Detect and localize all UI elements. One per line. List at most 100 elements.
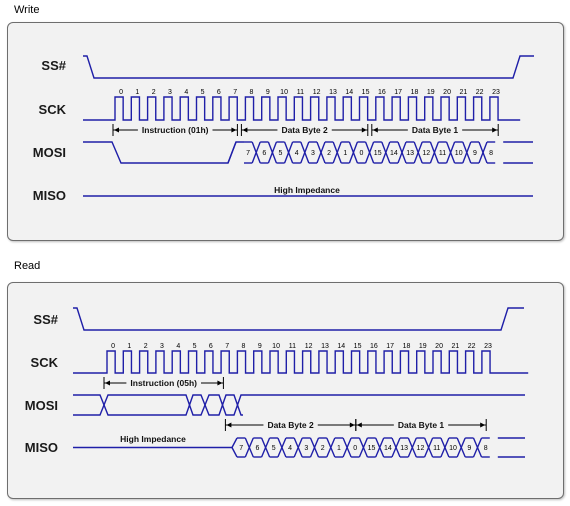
sck-clock-number: 12 bbox=[305, 343, 313, 350]
miso-data-bit: 11 bbox=[433, 445, 440, 452]
sck-clock-number: 19 bbox=[427, 89, 435, 96]
sck-clock-number: 0 bbox=[119, 89, 123, 96]
sck-clock-number: 18 bbox=[411, 89, 419, 96]
miso-data-bit: 8 bbox=[484, 445, 488, 452]
mosi-data-bit: 1 bbox=[343, 150, 347, 157]
mosi-data-bit: 10 bbox=[455, 150, 463, 157]
data-byte-1-dimension-arrow-right bbox=[480, 422, 486, 428]
data-byte-2-dimension-arrow-right bbox=[361, 127, 367, 133]
sck-clock-number: 20 bbox=[443, 89, 451, 96]
sck-clock-number: 10 bbox=[272, 343, 280, 350]
instruction-dimension-label: Instruction (01h) bbox=[142, 125, 209, 135]
mosi-data-cross bbox=[364, 141, 375, 164]
miso-data-bit: 2 bbox=[321, 445, 325, 452]
mosi-data-cross bbox=[267, 141, 278, 164]
mosi-data-cross bbox=[316, 141, 326, 164]
sck-clock-number: 1 bbox=[135, 89, 139, 96]
sck-clock-number: 7 bbox=[233, 89, 237, 96]
miso-high-impedance-label: High Impedance bbox=[274, 185, 340, 195]
instruction-dimension-arrow-right bbox=[217, 380, 223, 386]
miso-data-bit: 1 bbox=[337, 445, 341, 452]
miso-data-cross bbox=[309, 437, 320, 458]
data-byte-2-dimension-label: Data Byte 2 bbox=[267, 420, 314, 430]
sck-waveform bbox=[73, 350, 529, 374]
data-byte-2-dimension-label: Data Byte 2 bbox=[281, 125, 328, 135]
mosi-data-cross bbox=[429, 141, 440, 164]
ss-signal-label: SS# bbox=[41, 58, 66, 73]
mosi-data-cross bbox=[397, 141, 407, 164]
instruction-dimension-arrow-left bbox=[114, 127, 119, 133]
miso-data-cross bbox=[423, 437, 434, 458]
sck-clock-number: 11 bbox=[289, 343, 296, 350]
mosi-data-cross bbox=[283, 141, 294, 164]
mosi-signal-label: MOSI bbox=[25, 398, 58, 413]
miso-data-cross bbox=[391, 437, 401, 458]
sck-clock-number: 5 bbox=[201, 89, 205, 96]
sck-clock-number: 12 bbox=[313, 89, 321, 96]
sck-signal-label: SCK bbox=[39, 102, 67, 117]
miso-data-bit: 0 bbox=[353, 445, 357, 452]
sck-clock-number: 9 bbox=[258, 343, 262, 350]
sck-signal-label: SCK bbox=[31, 355, 59, 370]
miso-data-cross bbox=[456, 437, 466, 458]
ss-waveform bbox=[73, 307, 524, 331]
mosi-data-bit: 9 bbox=[473, 150, 477, 157]
sck-clock-number: 2 bbox=[152, 89, 156, 96]
mosi-data-bit: 11 bbox=[439, 150, 446, 157]
mosi-data-bit: 8 bbox=[489, 150, 493, 157]
mosi-data-bit: 14 bbox=[390, 150, 398, 157]
miso-data-bit: 10 bbox=[449, 445, 457, 452]
sck-clock-number: 5 bbox=[193, 343, 197, 350]
instruction-dimension-arrow-right bbox=[231, 127, 237, 133]
data-byte-2-dimension-arrow-left bbox=[242, 127, 248, 133]
mosi-data-bit: 7 bbox=[246, 150, 250, 157]
miso-data-bit: 15 bbox=[368, 445, 376, 452]
data-byte-1-dimension-arrow-left bbox=[372, 127, 378, 133]
sck-clock-number: 13 bbox=[329, 89, 337, 96]
sck-clock-number: 7 bbox=[225, 343, 229, 350]
ss-waveform bbox=[83, 55, 534, 79]
sck-clock-number: 13 bbox=[321, 343, 329, 350]
mosi-data-bit: 2 bbox=[327, 150, 331, 157]
read-panel bbox=[7, 282, 564, 499]
mosi-instruction-waveform bbox=[83, 141, 244, 164]
mosi-data-bit: 3 bbox=[311, 150, 315, 157]
miso-data-cross bbox=[244, 437, 254, 458]
sck-clock-number: 22 bbox=[468, 343, 476, 350]
data-byte-2-dimension-arrow-left bbox=[226, 422, 232, 428]
sck-clock-number: 2 bbox=[144, 343, 148, 350]
sck-clock-number: 1 bbox=[127, 343, 131, 350]
data-byte-1-dimension-arrow-right bbox=[492, 127, 498, 133]
miso-data-cross bbox=[472, 437, 483, 458]
sck-clock-number: 14 bbox=[345, 89, 353, 96]
mosi-data-bit: 5 bbox=[279, 150, 283, 157]
sck-clock-number: 23 bbox=[484, 343, 492, 350]
mosi-data-cross bbox=[251, 141, 261, 164]
sck-clock-number: 3 bbox=[160, 343, 164, 350]
miso-data-bit: 5 bbox=[272, 445, 276, 452]
mosi-waveform-lower bbox=[73, 394, 243, 416]
sck-clock-number: 15 bbox=[354, 343, 362, 350]
miso-data-bit: 4 bbox=[288, 445, 292, 452]
sck-clock-number: 0 bbox=[111, 343, 115, 350]
sck-waveform bbox=[83, 96, 521, 121]
sck-clock-number: 16 bbox=[378, 89, 386, 96]
sck-clock-number: 9 bbox=[266, 89, 270, 96]
miso-data-bit: 7 bbox=[239, 445, 243, 452]
mosi-data-bit: 13 bbox=[406, 150, 414, 157]
mosi-data-bit: 6 bbox=[262, 150, 266, 157]
sck-clock-number: 23 bbox=[492, 89, 500, 96]
mosi-data-cross bbox=[478, 141, 488, 164]
mosi-data-bit: 15 bbox=[374, 150, 382, 157]
sck-clock-number: 15 bbox=[362, 89, 370, 96]
sck-clock-number: 21 bbox=[451, 343, 459, 350]
sck-clock-number: 11 bbox=[297, 89, 304, 96]
data-byte-1-dimension-label: Data Byte 1 bbox=[398, 420, 445, 430]
mosi-data-bit: 4 bbox=[295, 150, 299, 157]
data-byte-1-dimension-label: Data Byte 1 bbox=[412, 125, 459, 135]
sck-clock-number: 6 bbox=[209, 343, 213, 350]
miso-data-bit: 6 bbox=[255, 445, 259, 452]
sck-clock-number: 17 bbox=[394, 89, 402, 96]
miso-data-bit: 3 bbox=[304, 445, 308, 452]
